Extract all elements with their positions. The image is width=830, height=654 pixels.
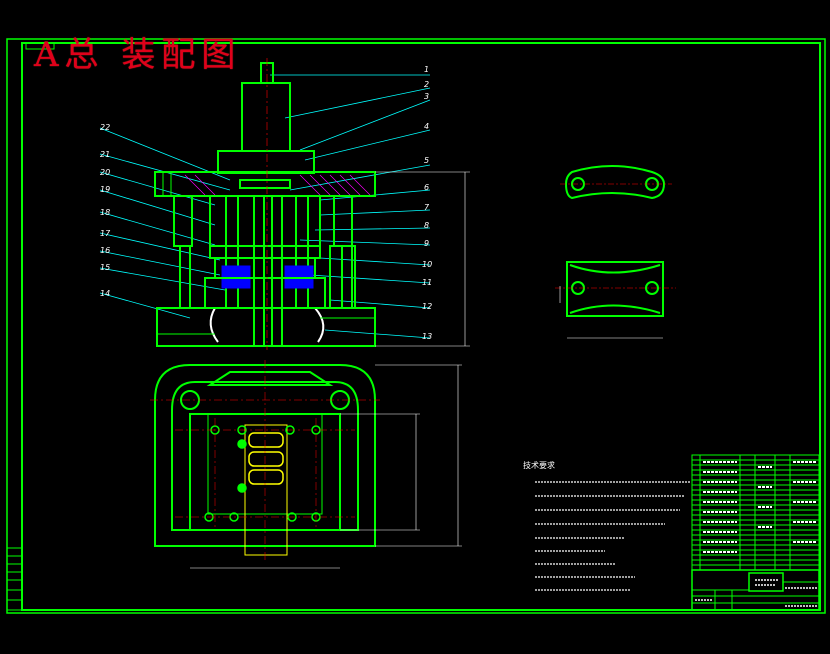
- balloon-8: 8: [424, 221, 429, 230]
- drawing-title: A总 装配图: [34, 35, 242, 75]
- balloon-labels: 1 2 3 4 5 6 7 8 9 10 11 12 13 14 15 16 1…: [100, 65, 432, 341]
- balloon-1: 1: [424, 65, 429, 74]
- front-section-view: [99, 58, 470, 350]
- outer-frame: [6, 38, 826, 614]
- title-block: [691, 569, 820, 611]
- balloon-11: 11: [422, 278, 432, 287]
- balloon-6: 6: [424, 183, 429, 192]
- balloon-22: 22: [100, 123, 110, 132]
- balloon-17: 17: [100, 229, 111, 238]
- parts-list: [691, 454, 820, 571]
- balloon-4: 4: [424, 122, 429, 131]
- requirements-heading: 技术要求: [523, 460, 555, 470]
- balloon-21: 21: [100, 150, 110, 159]
- plan-view: [150, 360, 462, 569]
- balloon-5: 5: [424, 156, 429, 165]
- code-box: [25, 42, 55, 50]
- part-front-view: [555, 261, 676, 339]
- balloon-9: 9: [424, 239, 429, 248]
- requirements-lines: [535, 481, 690, 591]
- part-top-view: [560, 165, 672, 200]
- technical-requirements: 技术要求: [523, 460, 690, 591]
- balloon-12: 12: [422, 302, 432, 311]
- balloon-19: 19: [100, 185, 110, 194]
- balloon-3: 3: [424, 92, 429, 101]
- balloon-14: 14: [100, 289, 110, 298]
- balloon-15: 15: [100, 263, 110, 272]
- balloon-20: 20: [100, 168, 110, 177]
- balloon-10: 10: [422, 260, 432, 269]
- revision-column: [6, 547, 23, 611]
- balloon-13: 13: [422, 332, 432, 341]
- balloon-2: 2: [424, 80, 429, 89]
- balloon-7: 7: [424, 203, 430, 212]
- balloon-18: 18: [100, 208, 110, 217]
- drawing-border: [21, 42, 821, 611]
- balloon-16: 16: [100, 246, 110, 255]
